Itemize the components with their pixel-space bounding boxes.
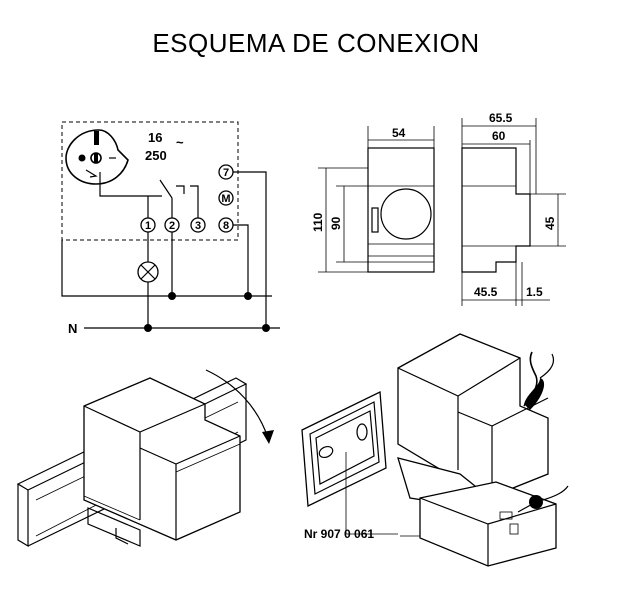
dim-overall-height: 110 <box>311 212 325 232</box>
svg-text:7: 7 <box>223 167 229 179</box>
svg-text:3: 3 <box>195 220 201 232</box>
ac-symbol: ~ <box>176 135 184 150</box>
seal-wire-icon <box>523 351 555 410</box>
switch-contact <box>159 179 173 199</box>
seal-plug-icon <box>517 485 569 513</box>
terminal-8: 8 <box>218 217 234 233</box>
terminal-3: 3 <box>190 217 206 233</box>
clock-dial-icon <box>65 129 129 185</box>
front-view: 54 110 90 <box>311 126 435 273</box>
device-outline <box>61 121 239 241</box>
din-rail-mounting-illustration <box>16 369 274 548</box>
svg-text:2: 2 <box>169 220 175 232</box>
wiring-schematic: 16 ~ 250 1 2 3 8 7 <box>61 121 280 336</box>
side-view: 65.5 60 45 45.5 1.5 <box>461 111 566 306</box>
page-title: ESQUEMA DE CONEXION <box>152 28 480 58</box>
sealed-module-illustration <box>397 333 569 567</box>
part-number: Nr 907 0 061 <box>304 527 374 541</box>
terminal-7: 7 <box>218 164 234 180</box>
sealing-cover-illustration: Nr 907 0 061 <box>301 390 398 541</box>
dim-side-height: 45 <box>543 216 557 230</box>
svg-text:8: 8 <box>223 220 229 232</box>
terminal-2: 2 <box>164 217 180 233</box>
dim-body-height: 90 <box>329 216 343 230</box>
dim-side-depth: 60 <box>492 129 506 143</box>
motor-symbol: M <box>218 190 234 206</box>
lamp-icon <box>137 261 159 283</box>
svg-text:1: 1 <box>145 220 151 232</box>
svg-text:M: M <box>221 193 230 205</box>
dim-bottom-depth: 45.5 <box>474 285 498 299</box>
terminal-1: 1 <box>140 217 156 233</box>
dim-side-depth-total: 65.5 <box>489 111 513 125</box>
rating-voltage: 250 <box>145 148 167 163</box>
dim-bottom-offset: 1.5 <box>526 285 543 299</box>
internal-wire <box>99 172 162 197</box>
neutral-label: N <box>68 321 77 336</box>
rating-current: 16 <box>148 130 162 145</box>
rotation-arrow-icon <box>205 369 269 439</box>
dim-front-width: 54 <box>392 126 406 140</box>
